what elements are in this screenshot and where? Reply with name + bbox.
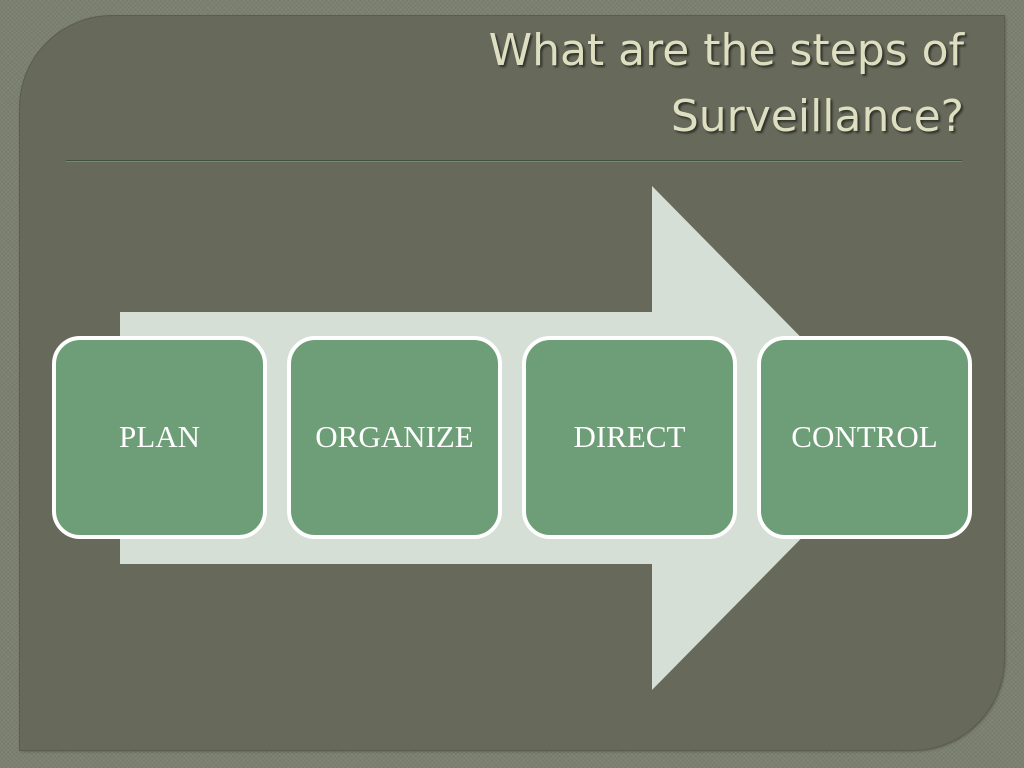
slide-title-line-1: What are the steps of	[488, 25, 964, 76]
step-direct: DIRECT	[522, 336, 737, 539]
step-plan: PLAN	[52, 336, 267, 539]
step-control-label: CONTROL	[791, 418, 938, 454]
slide-title-line-2: Surveillance?	[670, 91, 964, 142]
slide-title: What are the steps of Surveillance?	[140, 18, 964, 150]
step-organize: ORGANIZE	[287, 336, 502, 539]
process-arrow-shape	[120, 186, 900, 690]
title-divider	[66, 160, 962, 162]
step-organize-label: ORGANIZE	[315, 418, 474, 454]
step-plan-label: PLAN	[119, 418, 200, 454]
step-control: CONTROL	[757, 336, 972, 539]
step-direct-label: DIRECT	[573, 418, 686, 454]
